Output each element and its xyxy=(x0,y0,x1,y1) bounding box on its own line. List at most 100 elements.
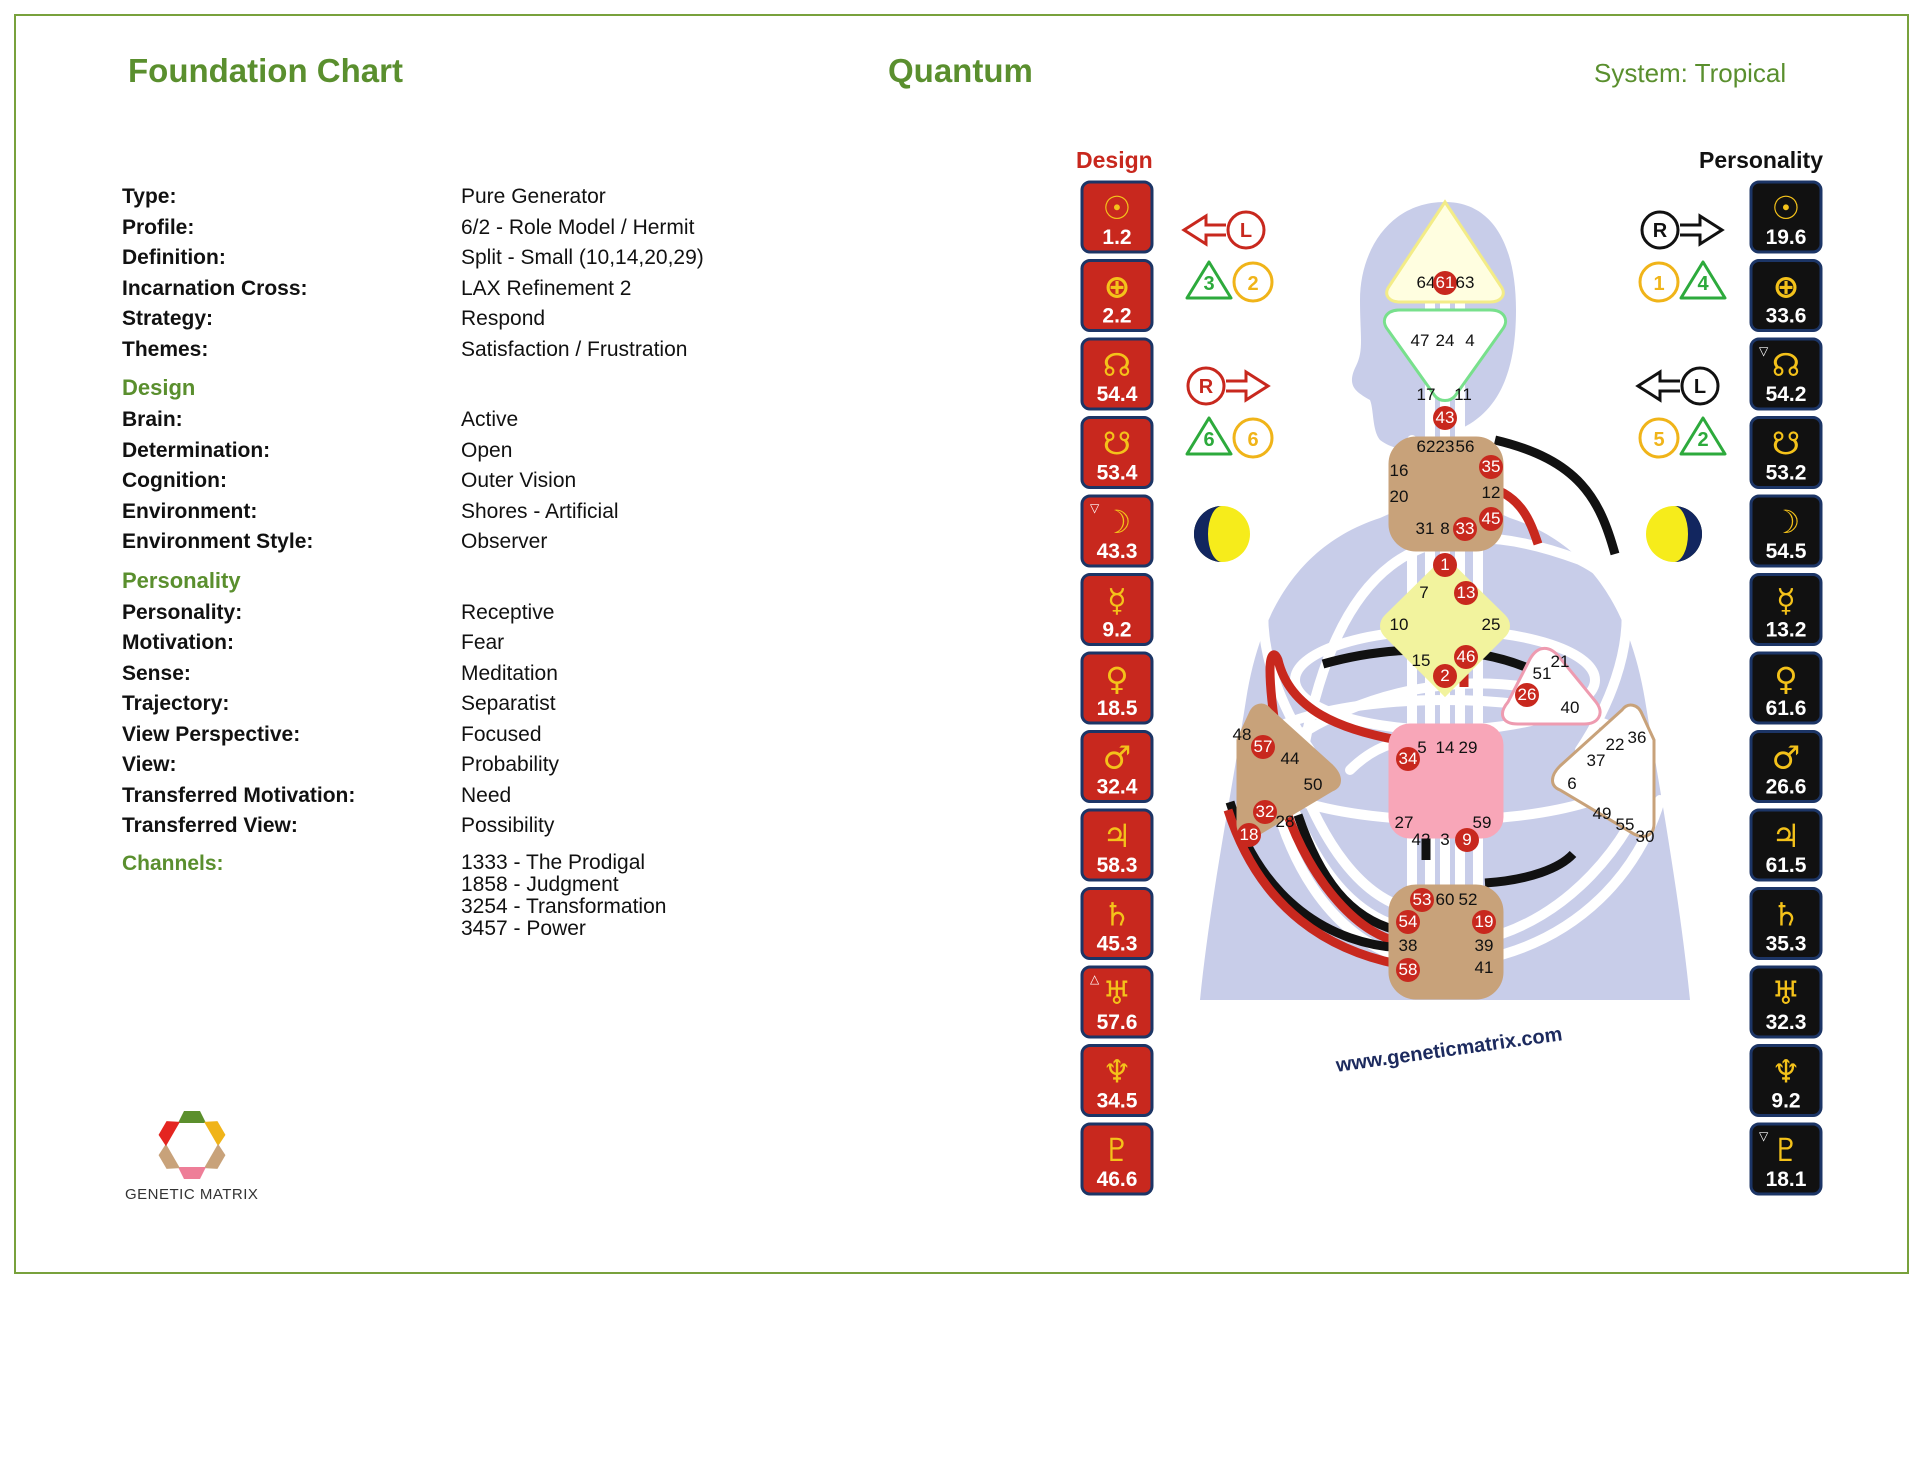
arrow-letter: L xyxy=(1240,220,1252,242)
gate-number: 55 xyxy=(1616,815,1635,834)
fixing-mark-icon: ▽ xyxy=(1759,344,1769,358)
design-column-title: Design xyxy=(1076,147,1153,173)
gate-60: 60 xyxy=(1436,890,1455,909)
planet-glyph-icon: ♆ xyxy=(1103,1053,1132,1091)
gate-number: 51 xyxy=(1533,664,1552,683)
planet-value: 53.2 xyxy=(1766,462,1807,485)
planet-glyph-icon: ☽ xyxy=(1103,503,1132,541)
planet-glyph-icon: ♄ xyxy=(1103,896,1132,934)
personality-moon-icon xyxy=(1646,506,1702,562)
property-value: Receptive xyxy=(461,600,555,624)
property-label: Profile: xyxy=(122,215,195,239)
design-planet-tile: ♅57.6△ xyxy=(1080,965,1154,1039)
design-row-environment-style: Environment Style:Observer xyxy=(122,527,822,558)
gate-number: 1 xyxy=(1440,555,1449,574)
gate-55: 55 xyxy=(1616,815,1635,834)
property-value: Possibility xyxy=(461,814,555,837)
gate-number: 34 xyxy=(1399,749,1418,768)
gate-number: 41 xyxy=(1475,958,1494,977)
gate-44: 44 xyxy=(1281,749,1300,768)
gate-number: 23 xyxy=(1436,437,1455,456)
gate-number: 11 xyxy=(1454,385,1472,404)
personality-planet-tile: ♄35.3 xyxy=(1749,887,1823,960)
chart-type-title: Quantum xyxy=(888,52,1033,89)
solar-plexus-center xyxy=(1551,703,1656,838)
property-label: Environment: xyxy=(122,499,258,523)
property-label: Definition: xyxy=(122,246,226,269)
planet-value: 58.3 xyxy=(1097,854,1138,877)
planet-glyph-icon: ☿ xyxy=(1776,582,1796,620)
system-label: System: Tropical xyxy=(1594,58,1787,88)
gate-number: 24 xyxy=(1436,331,1455,350)
personality-row-sense: Sense:Meditation xyxy=(122,659,822,690)
design-planet-tile: ☽43.3▽ xyxy=(1080,494,1154,568)
gate-62: 62 xyxy=(1417,437,1436,456)
personality-row-motivation: Motivation:Fear xyxy=(122,628,822,659)
property-label: Trajectory: xyxy=(122,692,230,715)
gate-number: 19 xyxy=(1475,912,1494,931)
personality-planet-tile: ♅32.3 xyxy=(1749,965,1823,1039)
gate-number: 43 xyxy=(1436,408,1455,427)
gate-23: 23 xyxy=(1436,437,1455,456)
gate-13: 13 xyxy=(1454,581,1478,605)
planet-glyph-icon: ☋ xyxy=(1103,425,1131,463)
badge-number: 4 xyxy=(1697,273,1709,295)
personality-row-transferred-view: Transferred View:Possibility xyxy=(122,811,822,842)
gate-3: 3 xyxy=(1440,830,1449,849)
design-planet-tile: ⊕2.2 xyxy=(1080,259,1154,332)
gate-8: 8 xyxy=(1440,519,1449,538)
personality-row-view: View:Probability xyxy=(122,750,822,781)
channel-item: 3457 - Power xyxy=(461,916,586,940)
gate-number: 62 xyxy=(1417,437,1436,456)
gate-12: 12 xyxy=(1482,483,1501,502)
gate-number: 52 xyxy=(1459,890,1478,909)
gate-25: 25 xyxy=(1482,615,1501,634)
gate-53: 53 xyxy=(1410,888,1434,912)
gate-22: 22 xyxy=(1606,735,1625,754)
gate-61: 61 xyxy=(1433,271,1457,295)
gate-number: 64 xyxy=(1417,273,1436,292)
planet-glyph-icon: ☉ xyxy=(1103,189,1132,227)
gate-16: 16 xyxy=(1390,461,1409,480)
property-value: Active xyxy=(461,408,519,431)
gate-64: 64 xyxy=(1417,273,1436,292)
channels-label: Channels: xyxy=(122,851,224,875)
design-row-determination: Determination:Open xyxy=(122,436,822,467)
logo-text: GENETIC MATRIX xyxy=(125,1186,259,1203)
gate-number: 21 xyxy=(1551,652,1570,671)
gate-number: 49 xyxy=(1593,804,1612,823)
personality-planet-tile: ♂26.6 xyxy=(1749,730,1823,803)
arrow-letter: L xyxy=(1694,376,1706,398)
property-label: Transferred Motivation: xyxy=(122,783,356,807)
property-row-definition: Definition:Split - Small (10,14,20,29) xyxy=(122,243,822,274)
planet-value: 53.4 xyxy=(1097,462,1138,485)
planet-glyph-icon: ☉ xyxy=(1772,189,1801,227)
planet-value: 54.2 xyxy=(1766,383,1807,406)
gate-number: 37 xyxy=(1587,751,1606,770)
planet-glyph-icon: ☿ xyxy=(1107,582,1127,620)
gate-58: 58 xyxy=(1396,958,1420,982)
gate-50: 50 xyxy=(1304,775,1323,794)
property-label: Strategy: xyxy=(122,307,214,330)
property-row-strategy: Strategy:Respond xyxy=(122,304,822,335)
property-label: Brain: xyxy=(122,408,183,431)
variable-arrow-icon: R xyxy=(1640,210,1725,250)
gate-36: 36 xyxy=(1628,728,1647,747)
gate-number: 15 xyxy=(1412,651,1431,670)
design-planet-tile: ♀18.5 xyxy=(1080,651,1154,725)
gate-2: 2 xyxy=(1433,664,1457,688)
property-label: Sense: xyxy=(122,661,191,685)
property-row-type: Type:Pure Generator xyxy=(122,182,822,213)
gate-number: 6 xyxy=(1567,774,1576,793)
property-value: Probability xyxy=(461,753,560,776)
gate-35: 35 xyxy=(1479,455,1503,479)
planet-value: 9.2 xyxy=(1102,619,1131,642)
property-value: 6/2 - Role Model / Hermit xyxy=(461,215,695,239)
planet-glyph-icon: ♇ xyxy=(1103,1131,1132,1169)
property-label: Determination: xyxy=(122,438,271,462)
channel-item: 3254 - Transformation xyxy=(461,894,667,918)
gate-number: 13 xyxy=(1457,583,1476,602)
